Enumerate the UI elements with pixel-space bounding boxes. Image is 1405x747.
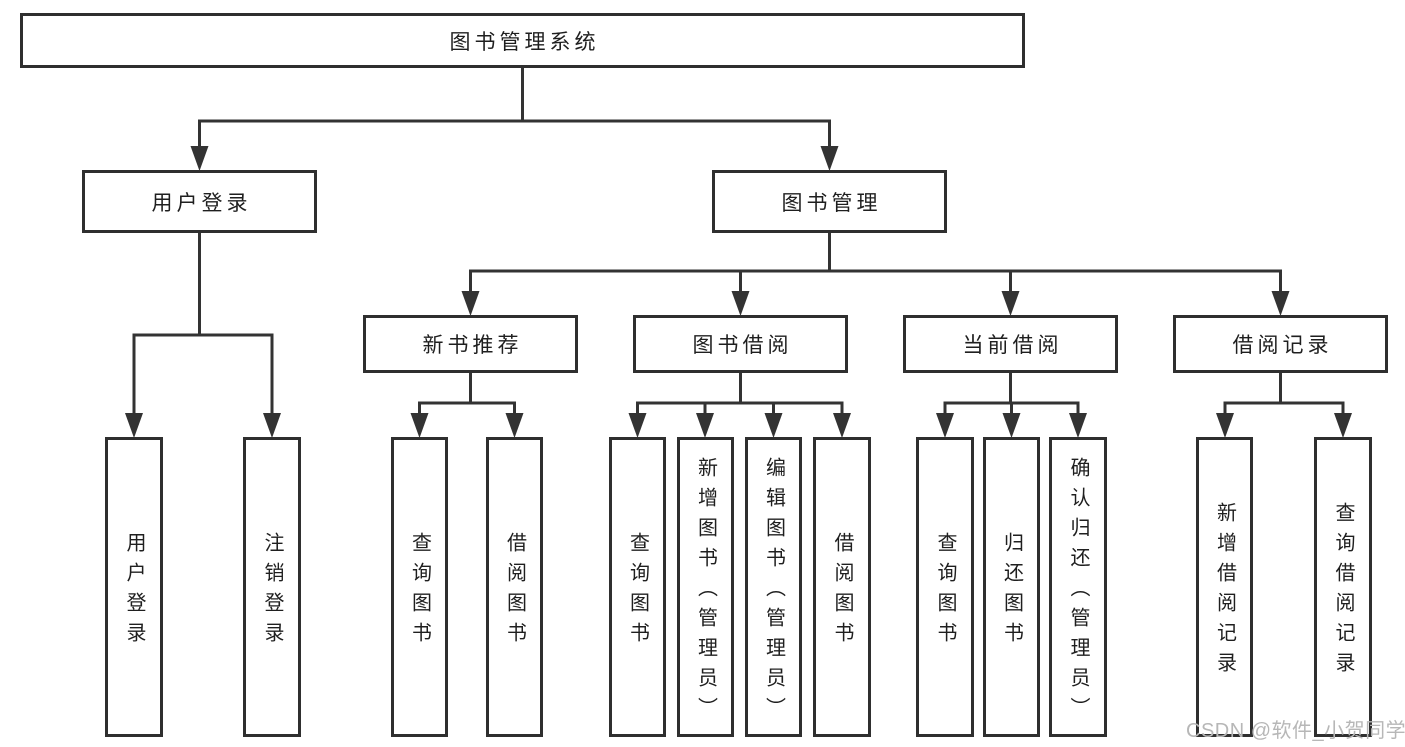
leaf-query-books-recommend: 查询图书	[391, 437, 448, 737]
node-current-borrow: 当前借阅	[903, 315, 1118, 373]
node-label: 新书推荐	[422, 334, 523, 357]
node-label: 图书管理系统	[449, 30, 600, 54]
node-label: 图书管理	[781, 191, 882, 215]
node-label: 查询图书	[934, 532, 956, 652]
node-label: 确认归还（管理员）	[1067, 457, 1089, 727]
leaf-edit-book-admin: 编辑图书（管理员）	[745, 437, 802, 737]
node-label: 借阅图书	[503, 532, 526, 652]
leaf-return-book: 归还图书	[983, 437, 1040, 737]
node-label: 借阅记录	[1232, 334, 1333, 357]
node-label: 当前借阅	[962, 334, 1063, 357]
leaf-query-books-current: 查询图书	[916, 437, 974, 737]
node-borrow-records: 借阅记录	[1173, 315, 1388, 373]
node-label: 新增借阅记录	[1213, 502, 1236, 682]
node-root: 图书管理系统	[20, 13, 1025, 68]
node-label: 注销登录	[261, 532, 283, 652]
node-label: 查询图书	[626, 532, 649, 652]
node-label: 查询图书	[408, 532, 431, 652]
leaf-borrow-books-recommend: 借阅图书	[486, 437, 543, 737]
node-label: 用户登录	[123, 532, 145, 652]
watermark: CSDN @软件_小贺同学	[1186, 720, 1405, 742]
leaf-borrow-books: 借阅图书	[813, 437, 871, 737]
connector-borrow-records-to-leaves	[1216, 373, 1352, 438]
connector-book-borrow-to-leaves	[628, 373, 851, 438]
node-user-login: 用户登录	[82, 170, 317, 233]
node-label: 编辑图书（管理员）	[762, 457, 785, 727]
leaf-user-login: 用户登录	[105, 437, 163, 737]
connector-book-management-to-level2	[461, 233, 1290, 316]
node-label: 用户登录	[151, 191, 252, 215]
connector-new-book-recommend-to-leaves	[410, 373, 524, 438]
leaf-add-borrow-record: 新增借阅记录	[1196, 437, 1253, 737]
leaf-query-books-borrow: 查询图书	[609, 437, 666, 737]
node-book-management: 图书管理	[712, 170, 947, 233]
leaf-query-borrow-record: 查询借阅记录	[1314, 437, 1372, 737]
connector-current-borrow-to-leaves	[936, 373, 1087, 438]
leaf-add-book-admin: 新增图书（管理员）	[677, 437, 734, 737]
node-label: 借阅图书	[831, 532, 853, 652]
node-label: 图书借阅	[692, 334, 793, 357]
node-new-book-recommend: 新书推荐	[363, 315, 578, 373]
connector-user-login-to-leaves	[125, 233, 281, 438]
node-label: 查询借阅记录	[1332, 502, 1354, 682]
leaf-logout: 注销登录	[243, 437, 301, 737]
leaf-confirm-return-admin: 确认归还（管理员）	[1049, 437, 1107, 737]
connector-root-to-level1	[190, 68, 839, 171]
node-label: 新增图书（管理员）	[694, 457, 717, 727]
node-label: 归还图书	[1000, 532, 1023, 652]
node-book-borrow: 图书借阅	[633, 315, 848, 373]
